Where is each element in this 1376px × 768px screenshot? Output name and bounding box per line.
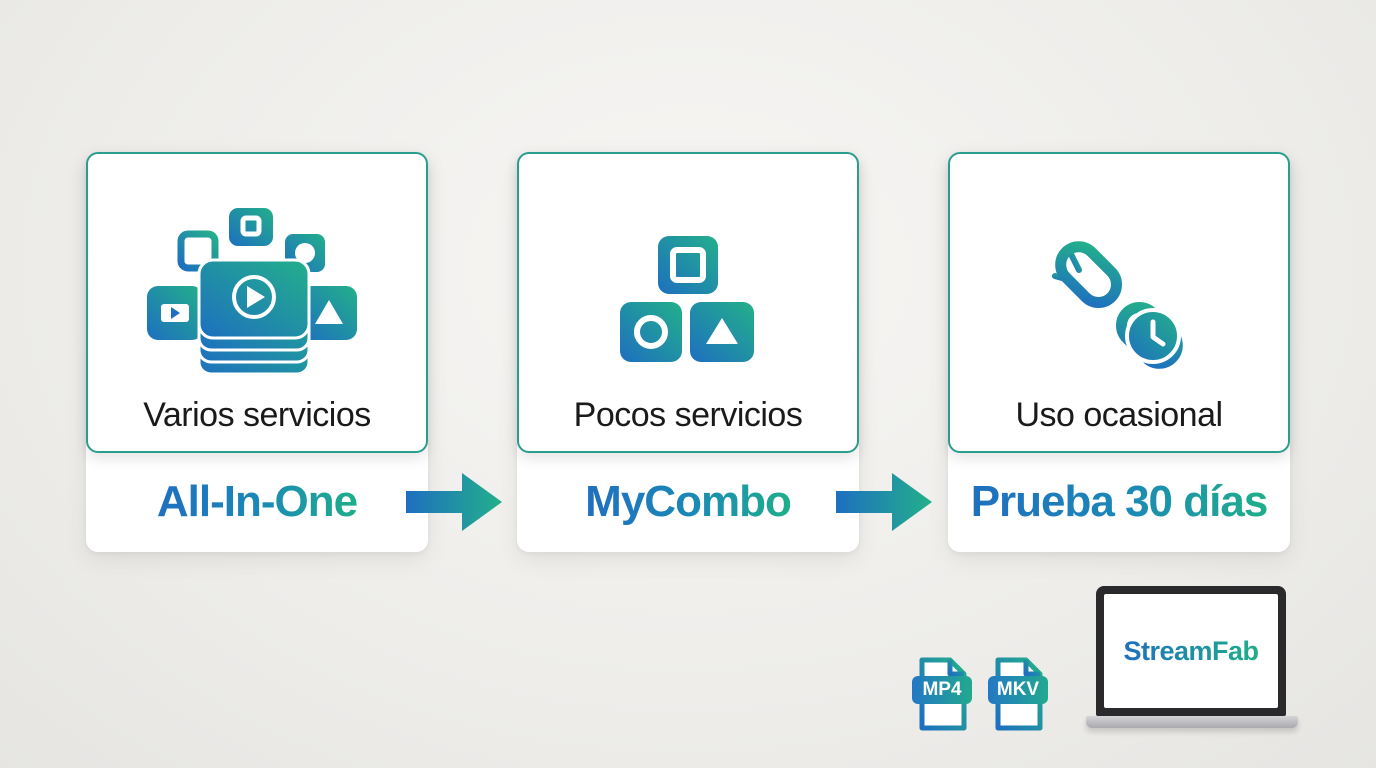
blocks-icon [618,234,758,369]
step-option: MyCombo [517,452,859,552]
laptop-illustration: StreamFab [1086,586,1298,734]
laptop-base [1086,716,1298,728]
option-trial-30-days: Prueba 30 días [970,477,1269,526]
file-format-label: MP4 [912,676,972,704]
step-card-occasional-use: Uso ocasional Prueba 30 días [948,152,1290,552]
step-option: All-In-One [86,452,428,552]
step-label: Pocos servicios [573,396,803,434]
step-card-header: Varios servicios [86,152,428,453]
step-option: Prueba 30 días [948,452,1290,552]
file-format-label: MKV [988,676,1048,704]
arrow-right-icon [406,473,502,531]
arrow-right-icon [836,473,932,531]
stacked-services-icon [147,200,367,385]
mkv-file-icon: MKV [988,656,1048,737]
brand-logo: StreamFab [1123,635,1259,666]
step-card-few-services: Pocos servicios MyCombo [517,152,859,552]
broken-link-clock-icon [1049,240,1189,375]
step-card-various-services: Varios servicios All-In-One [86,152,428,552]
mp4-file-icon: MP4 [912,656,972,737]
step-card-header: Pocos servicios [517,152,859,453]
step-label: Varios servicios [143,396,371,434]
step-card-header: Uso ocasional [948,152,1290,453]
option-all-in-one: All-In-One [156,477,358,526]
step-label: Uso ocasional [1015,396,1223,434]
option-mycombo: MyCombo [585,477,792,526]
laptop-display: StreamFab [1104,594,1278,708]
laptop-screen: StreamFab [1096,586,1286,716]
